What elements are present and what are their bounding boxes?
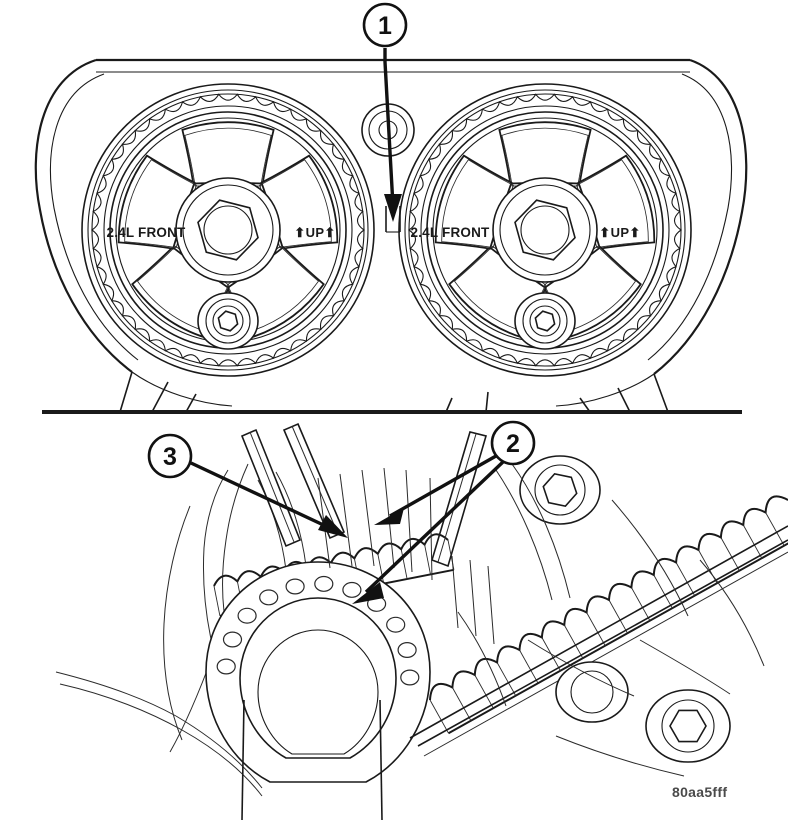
lower-panel-crankshaft-assembly <box>55 422 788 820</box>
callout-3-circle[interactable] <box>147 433 193 479</box>
left-camshaft-sprocket: 2.4L FRONT ⬆UP⬆ <box>81 83 375 377</box>
crank-bolt-hole <box>342 581 362 598</box>
callout-3[interactable]: 3 <box>147 433 348 538</box>
right-camshaft-sprocket: 2.4L FRONT ⬆UP⬆ <box>398 83 692 377</box>
left-sprocket-tooth-ring <box>91 93 365 367</box>
lower-bolt-bosses <box>519 455 731 763</box>
crankshaft-sprocket-hub <box>205 561 431 783</box>
upper-panel-camshaft-sprockets: 2.4L FRONT ⬆UP⬆ <box>34 58 748 413</box>
crank-bolt-holes <box>216 575 420 686</box>
timing-belt-upper <box>34 58 748 407</box>
callout-3-label: 3 <box>163 443 177 471</box>
crank-bolt-hole <box>386 616 406 633</box>
callout-2-arrowhead-a <box>374 508 404 525</box>
crank-bolt-hole <box>222 631 243 648</box>
timing-belt-lower-right <box>409 495 788 757</box>
callout-layer: 1 2 3 <box>147 2 536 604</box>
crank-bolt-hole <box>397 641 417 658</box>
sprocket-spoke-window <box>498 121 592 185</box>
crank-bolt-hole <box>285 578 305 595</box>
crank-bolt-hole <box>237 607 257 624</box>
figure-code-watermark: 80aa5fff <box>672 784 727 800</box>
callout-1-arrowhead <box>384 194 402 222</box>
callout-1-label: 1 <box>378 12 392 40</box>
callout-1[interactable]: 1 <box>362 2 408 222</box>
callout-2[interactable]: 2 <box>352 420 536 604</box>
timing-belt-right-run <box>431 431 488 568</box>
left-sprocket-front-label: 2.4L FRONT <box>106 225 186 240</box>
crank-bolt-hole <box>259 589 279 606</box>
right-sprocket-front-label: 2.4L FRONT <box>410 225 490 240</box>
sprocket-spoke-window <box>181 121 275 185</box>
callout-1-circle[interactable] <box>362 2 408 48</box>
timing-alignment-marks <box>385 206 401 233</box>
left-sprocket-up-label: ⬆UP⬆ <box>294 225 335 240</box>
callout-3-arrowhead <box>318 515 348 538</box>
right-sprocket-up-label: ⬆UP⬆ <box>599 225 640 240</box>
right-sprocket-tooth-ring <box>408 93 682 367</box>
crankshaft-shaft-lines <box>241 699 383 820</box>
engine-block-upper-edges <box>119 371 669 413</box>
bracket-contours-right <box>457 463 765 777</box>
callout-2-arrowhead-b <box>352 582 384 604</box>
crank-bolt-hole <box>216 658 236 675</box>
casting-hatching-right <box>451 555 495 645</box>
callout-2-label: 2 <box>506 430 520 458</box>
callout-2-circle[interactable] <box>490 420 536 466</box>
timing-belt-left-run <box>240 422 346 548</box>
crank-bolt-hole <box>314 575 334 592</box>
left-sprocket-spokes <box>117 121 339 339</box>
crank-bolt-hole <box>400 669 420 686</box>
